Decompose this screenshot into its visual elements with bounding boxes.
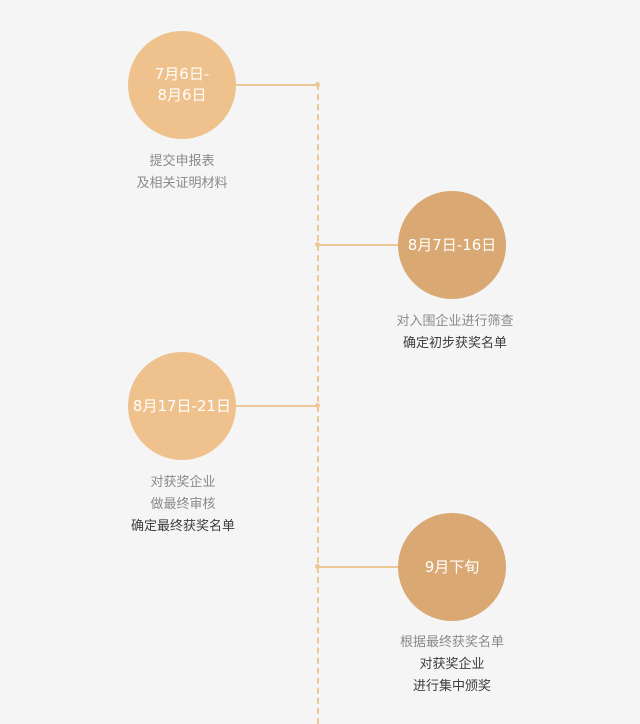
step-1-desc-line-1: 提交申报表 [149, 154, 215, 169]
step-4-description: 根据最终获奖名单 对获奖企业 进行集中颁奖 [352, 632, 552, 698]
step-1-date-line-1: 7月6日- [154, 65, 210, 83]
step-4-connector-dot [315, 564, 320, 569]
step-3-description: 对获奖企业 做最终审核 确定最终获奖名单 [83, 472, 283, 538]
step-3-date-line-1: 8月17日-21日 [132, 396, 232, 415]
step-3-desc-line-1: 对获奖企业 [150, 475, 216, 490]
step-4-date-line-1: 9月下旬 [424, 557, 480, 576]
step-2-description: 对入围企业进行筛查 确定初步获奖名单 [355, 311, 555, 355]
step-3-date-circle: 8月17日-21日 [128, 352, 236, 460]
step-2-desc-line-1: 对入围企业进行筛查 [396, 314, 514, 329]
step-3-desc-line-2: 做最终审核 [150, 497, 216, 512]
step-4-connector [318, 566, 400, 568]
step-3-desc-line-3: 确定最终获奖名单 [130, 519, 235, 534]
step-2-date-line-1: 8月7日-16日 [407, 235, 497, 254]
step-3-connector-dot [315, 403, 320, 408]
step-1-connector [236, 84, 318, 86]
step-2-desc-line-2: 确定初步获奖名单 [402, 336, 507, 351]
step-4-date-circle: 9月下旬 [398, 513, 506, 621]
step-2-connector [318, 244, 400, 246]
step-1-description: 提交申报表 及相关证明材料 [82, 151, 282, 195]
step-4-desc-line-1: 根据最终获奖名单 [399, 635, 504, 650]
step-1-date-circle: 7月6日- 8月6日 [128, 31, 236, 139]
step-4-desc-line-3: 进行集中颁奖 [412, 679, 491, 694]
step-1-connector-dot [315, 82, 320, 87]
step-4-desc-line-2: 对获奖企业 [419, 657, 485, 672]
step-2-date-circle: 8月7日-16日 [398, 191, 506, 299]
step-2-connector-dot [315, 242, 320, 247]
step-3-connector [236, 405, 318, 407]
step-1-date-line-2: 8月6日 [157, 86, 207, 104]
step-1-desc-line-2: 及相关证明材料 [136, 176, 228, 191]
